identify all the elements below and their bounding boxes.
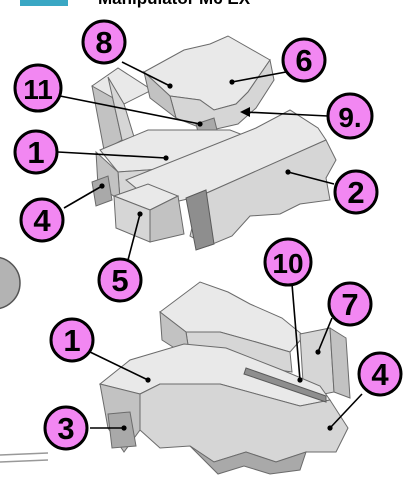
callout-3-label: 3: [57, 411, 74, 446]
callout-1-top: 1: [15, 131, 57, 173]
callout-2: 2: [335, 171, 377, 213]
callout-9: 9.: [328, 94, 372, 138]
callout-1-bottom-label: 1: [63, 323, 80, 358]
callout-7-label: 7: [341, 287, 358, 322]
callout-8: 8: [83, 21, 125, 63]
leader-4b-dot: [327, 425, 332, 430]
callout-4-top: 4: [21, 199, 63, 241]
callout-9-label: 9.: [338, 102, 361, 133]
callout-4-bottom: 4: [359, 353, 401, 395]
leader-1b-dot: [145, 377, 150, 382]
callout-4-bottom-label: 4: [371, 357, 389, 392]
leader-10-dot: [297, 377, 302, 382]
callout-1-top-label: 1: [27, 135, 44, 170]
callout-2-label: 2: [347, 175, 364, 210]
callout-11-label: 11: [23, 74, 53, 105]
leader-6-dot: [229, 79, 234, 84]
callout-3: 3: [45, 407, 87, 449]
callout-5: 5: [99, 259, 141, 301]
leader-8-dot: [167, 83, 172, 88]
leader-2-dot: [285, 169, 290, 174]
leader-4a-dot: [99, 183, 104, 188]
callout-10: 10: [265, 239, 311, 285]
callout-5-label: 5: [111, 263, 128, 298]
callout-6-label: 6: [295, 43, 312, 78]
callout-4-top-label: 4: [33, 203, 51, 238]
callout-11: 11: [15, 65, 61, 111]
side-circle-icon: [0, 257, 20, 309]
leader-3-dot: [121, 425, 126, 430]
callout-10-label: 10: [272, 248, 303, 279]
part-4-face: [92, 176, 112, 206]
leader-1a-dot: [163, 155, 168, 160]
divider-line: [0, 453, 48, 455]
callout-7: 7: [329, 283, 371, 325]
leader-7-dot: [315, 349, 320, 354]
callout-8-label: 8: [95, 25, 112, 60]
leader-11-dot: [197, 121, 202, 126]
header-title: Manipulator M6 EX: [98, 0, 251, 8]
leader-5-dot: [137, 211, 142, 216]
divider-line: [0, 460, 48, 462]
bottom-assembly: [100, 282, 350, 474]
callout-6: 6: [283, 39, 325, 81]
callout-1-bottom: 1: [51, 319, 93, 361]
header-accent-bar: [20, 0, 68, 6]
